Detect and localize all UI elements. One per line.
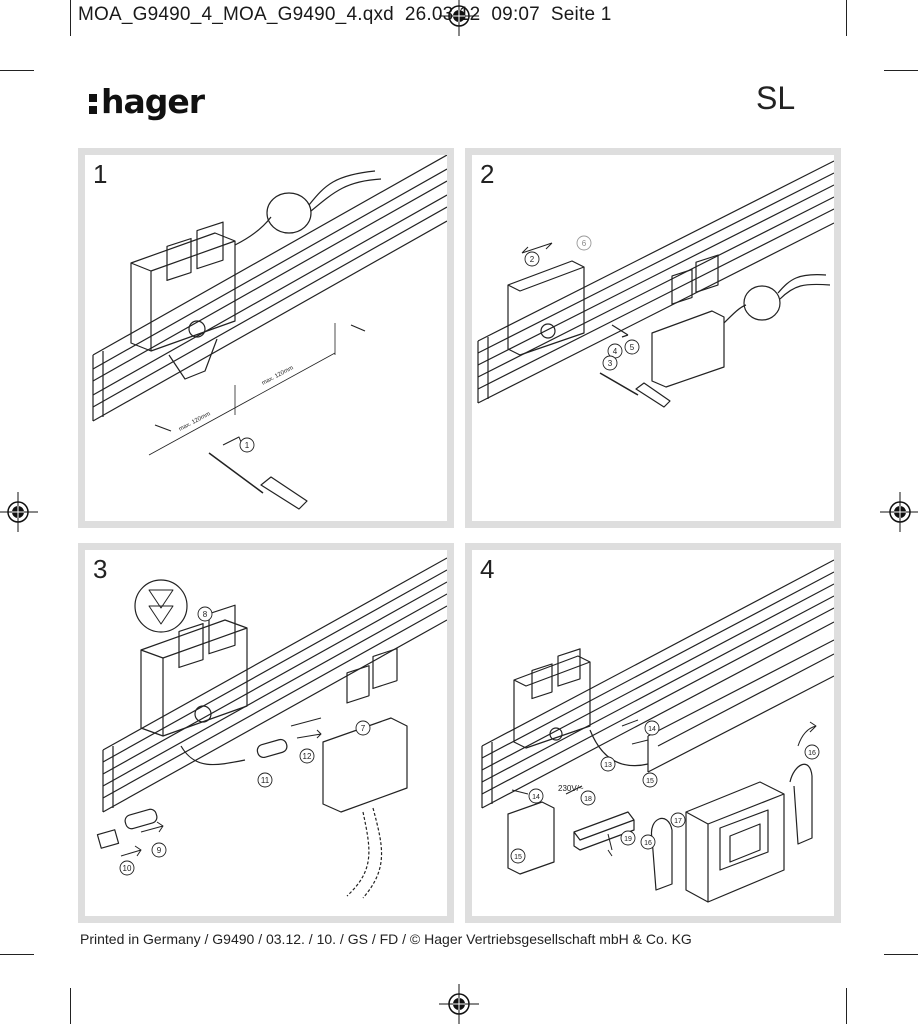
crop-mark-icon	[884, 954, 918, 955]
registration-mark-icon	[880, 492, 918, 532]
crop-mark-icon	[846, 0, 847, 36]
callout-number: 5	[630, 343, 635, 352]
crop-mark-icon	[70, 0, 71, 36]
callout-badge: 5	[624, 339, 640, 355]
callout-badge: 17	[670, 812, 686, 828]
callout-number: 15	[514, 854, 522, 861]
callout-number: 10	[123, 864, 132, 873]
callout-number: 14	[532, 794, 540, 801]
crop-mark-icon	[884, 70, 918, 71]
crop-mark-icon	[846, 988, 847, 1024]
step-panel-4: 4	[465, 543, 841, 923]
callout-number: 15	[646, 778, 654, 785]
voltage-label: 230V/~	[558, 784, 584, 793]
callout-badge: 12	[299, 748, 315, 764]
callout-badge: 11	[257, 772, 273, 788]
crop-mark-icon	[0, 954, 34, 955]
callout-badge: 2	[524, 251, 540, 267]
callout-badge: 10	[119, 860, 135, 876]
step-1-illustration: max. 120mm max. 120mm 1	[92, 155, 447, 510]
callout-badge: 3	[602, 355, 618, 371]
step-panel-1: 1	[78, 148, 454, 528]
callout-badge: 14	[644, 720, 660, 736]
callout-number: 16	[644, 840, 652, 847]
callout-number: 13	[604, 762, 612, 769]
registration-mark-icon	[0, 492, 38, 532]
step-number: 1	[93, 159, 108, 189]
registration-mark-icon	[439, 984, 479, 1024]
callout-badge: 18	[580, 790, 596, 806]
logo-text: hager	[101, 82, 205, 121]
callout-number: 14	[648, 726, 656, 733]
crop-mark-icon	[70, 988, 71, 1024]
callout-number: 1	[245, 441, 250, 450]
logo-dots-icon	[88, 87, 98, 117]
model-code: SL	[756, 80, 796, 116]
hager-logo: hager	[88, 82, 205, 121]
callout-badge: 16	[804, 744, 820, 760]
step-2-illustration: 2 6 4 5 3	[477, 160, 834, 408]
step-3-illustration: 8 7 12 11 9 10	[96, 557, 447, 899]
callout-badge: 8	[197, 606, 213, 622]
step-number: 4	[480, 554, 495, 584]
step-4-illustration: 230V/~ 14 16 13 15 14 18 15 19 16 17	[481, 559, 834, 903]
step-panel-3: 3	[78, 543, 454, 923]
callout-number: 8	[203, 610, 208, 619]
registration-mark-icon	[439, 0, 479, 36]
callout-badge: 9	[151, 842, 167, 858]
callout-number: 3	[608, 359, 613, 368]
callout-badge: 15	[510, 848, 526, 864]
step-number: 2	[480, 159, 495, 189]
callout-badge: 13	[600, 756, 616, 772]
callout-number: 18	[584, 796, 592, 803]
callout-number: 4	[613, 347, 618, 356]
dimension-label: max. 120mm	[261, 365, 294, 387]
step-number: 3	[93, 554, 108, 584]
callout-number: 16	[808, 750, 816, 757]
callout-badge: 7	[355, 720, 371, 736]
callout-badge: 19	[620, 830, 636, 846]
callout-number: 6	[582, 239, 587, 248]
footer-imprint: Printed in Germany / G9490 / 03.12. / 10…	[80, 931, 692, 947]
callout-badge: 1	[239, 437, 255, 453]
crop-mark-icon	[0, 70, 34, 71]
callout-number: 12	[303, 752, 312, 761]
callout-number: 2	[530, 255, 535, 264]
callout-badge: 16	[640, 834, 656, 850]
callout-number: 17	[674, 818, 682, 825]
callout-number: 9	[157, 846, 162, 855]
callout-badge: 14	[528, 788, 544, 804]
callout-number: 19	[624, 836, 632, 843]
callout-badge: 15	[642, 772, 658, 788]
print-slug-line: MOA_G9490_4_MOA_G9490_4.qxd 26.03.12 09:…	[78, 4, 612, 25]
callout-number: 7	[361, 724, 366, 733]
callout-badge: 6	[576, 235, 592, 251]
callout-number: 11	[261, 776, 270, 785]
step-panel-2: 2	[465, 148, 841, 528]
